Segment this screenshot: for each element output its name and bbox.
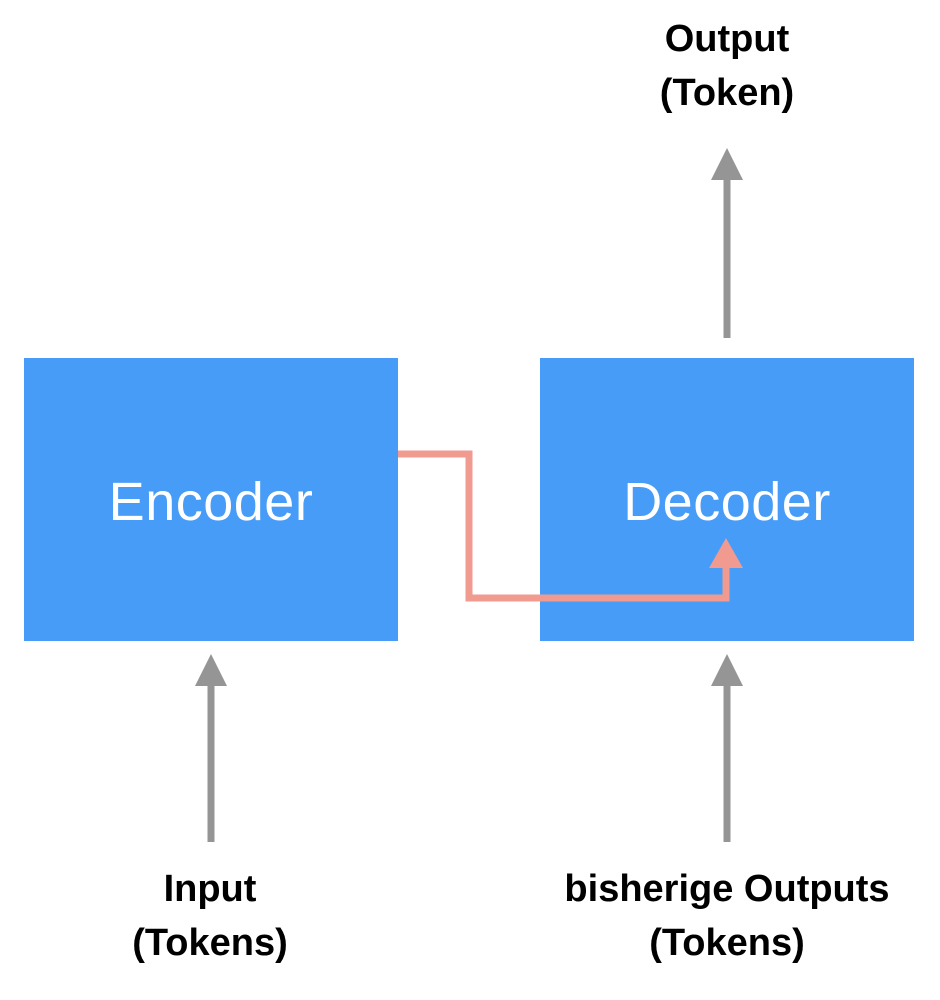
encoder-box: Encoder (24, 358, 398, 641)
encoder-to-decoder-context-arrow (398, 450, 743, 602)
previous-outputs-to-decoder-arrow (711, 654, 743, 842)
previous-outputs-label: bisherige Outputs (Tokens) (527, 862, 927, 970)
input-label: Input (Tokens) (10, 862, 410, 970)
input-to-encoder-arrow (195, 654, 227, 842)
output-label: Output (Token) (527, 12, 927, 120)
input-label-line2: (Tokens) (132, 922, 288, 964)
decoder-label: Decoder (623, 471, 831, 532)
output-label-line1: Output (664, 18, 790, 60)
encoder-label: Encoder (108, 471, 314, 532)
output-label-line2: (Token) (659, 72, 795, 114)
previous-outputs-label-line2: (Tokens) (649, 922, 805, 964)
decoder-to-output-arrow (711, 148, 743, 338)
input-label-line1: Input (163, 868, 257, 910)
previous-outputs-label-line1: bisherige Outputs (564, 868, 890, 910)
